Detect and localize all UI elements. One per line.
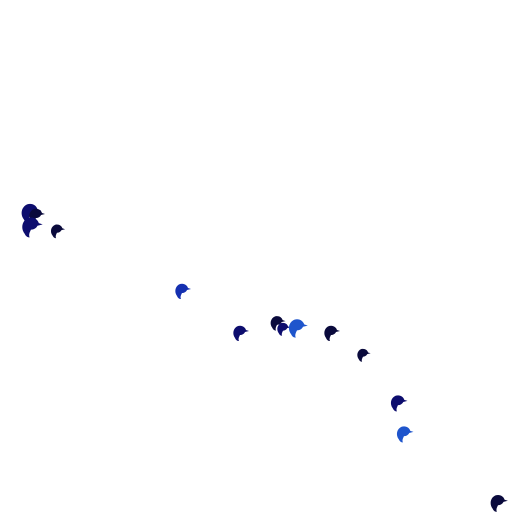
hook-glyph-11 — [357, 348, 371, 362]
hook-glyph-14 — [490, 495, 508, 512]
hook-glyph-9 — [288, 319, 308, 338]
hook-glyph-4 — [50, 224, 66, 239]
hook-glyph-8 — [277, 322, 291, 336]
hook-glyph-10 — [324, 325, 340, 341]
hook-glyph-5 — [175, 283, 191, 299]
hook-glyph-6 — [233, 325, 249, 341]
hook-glyph-12 — [390, 395, 408, 412]
hook-glyph-3 — [22, 217, 43, 238]
hook-glyph-13 — [396, 426, 414, 443]
